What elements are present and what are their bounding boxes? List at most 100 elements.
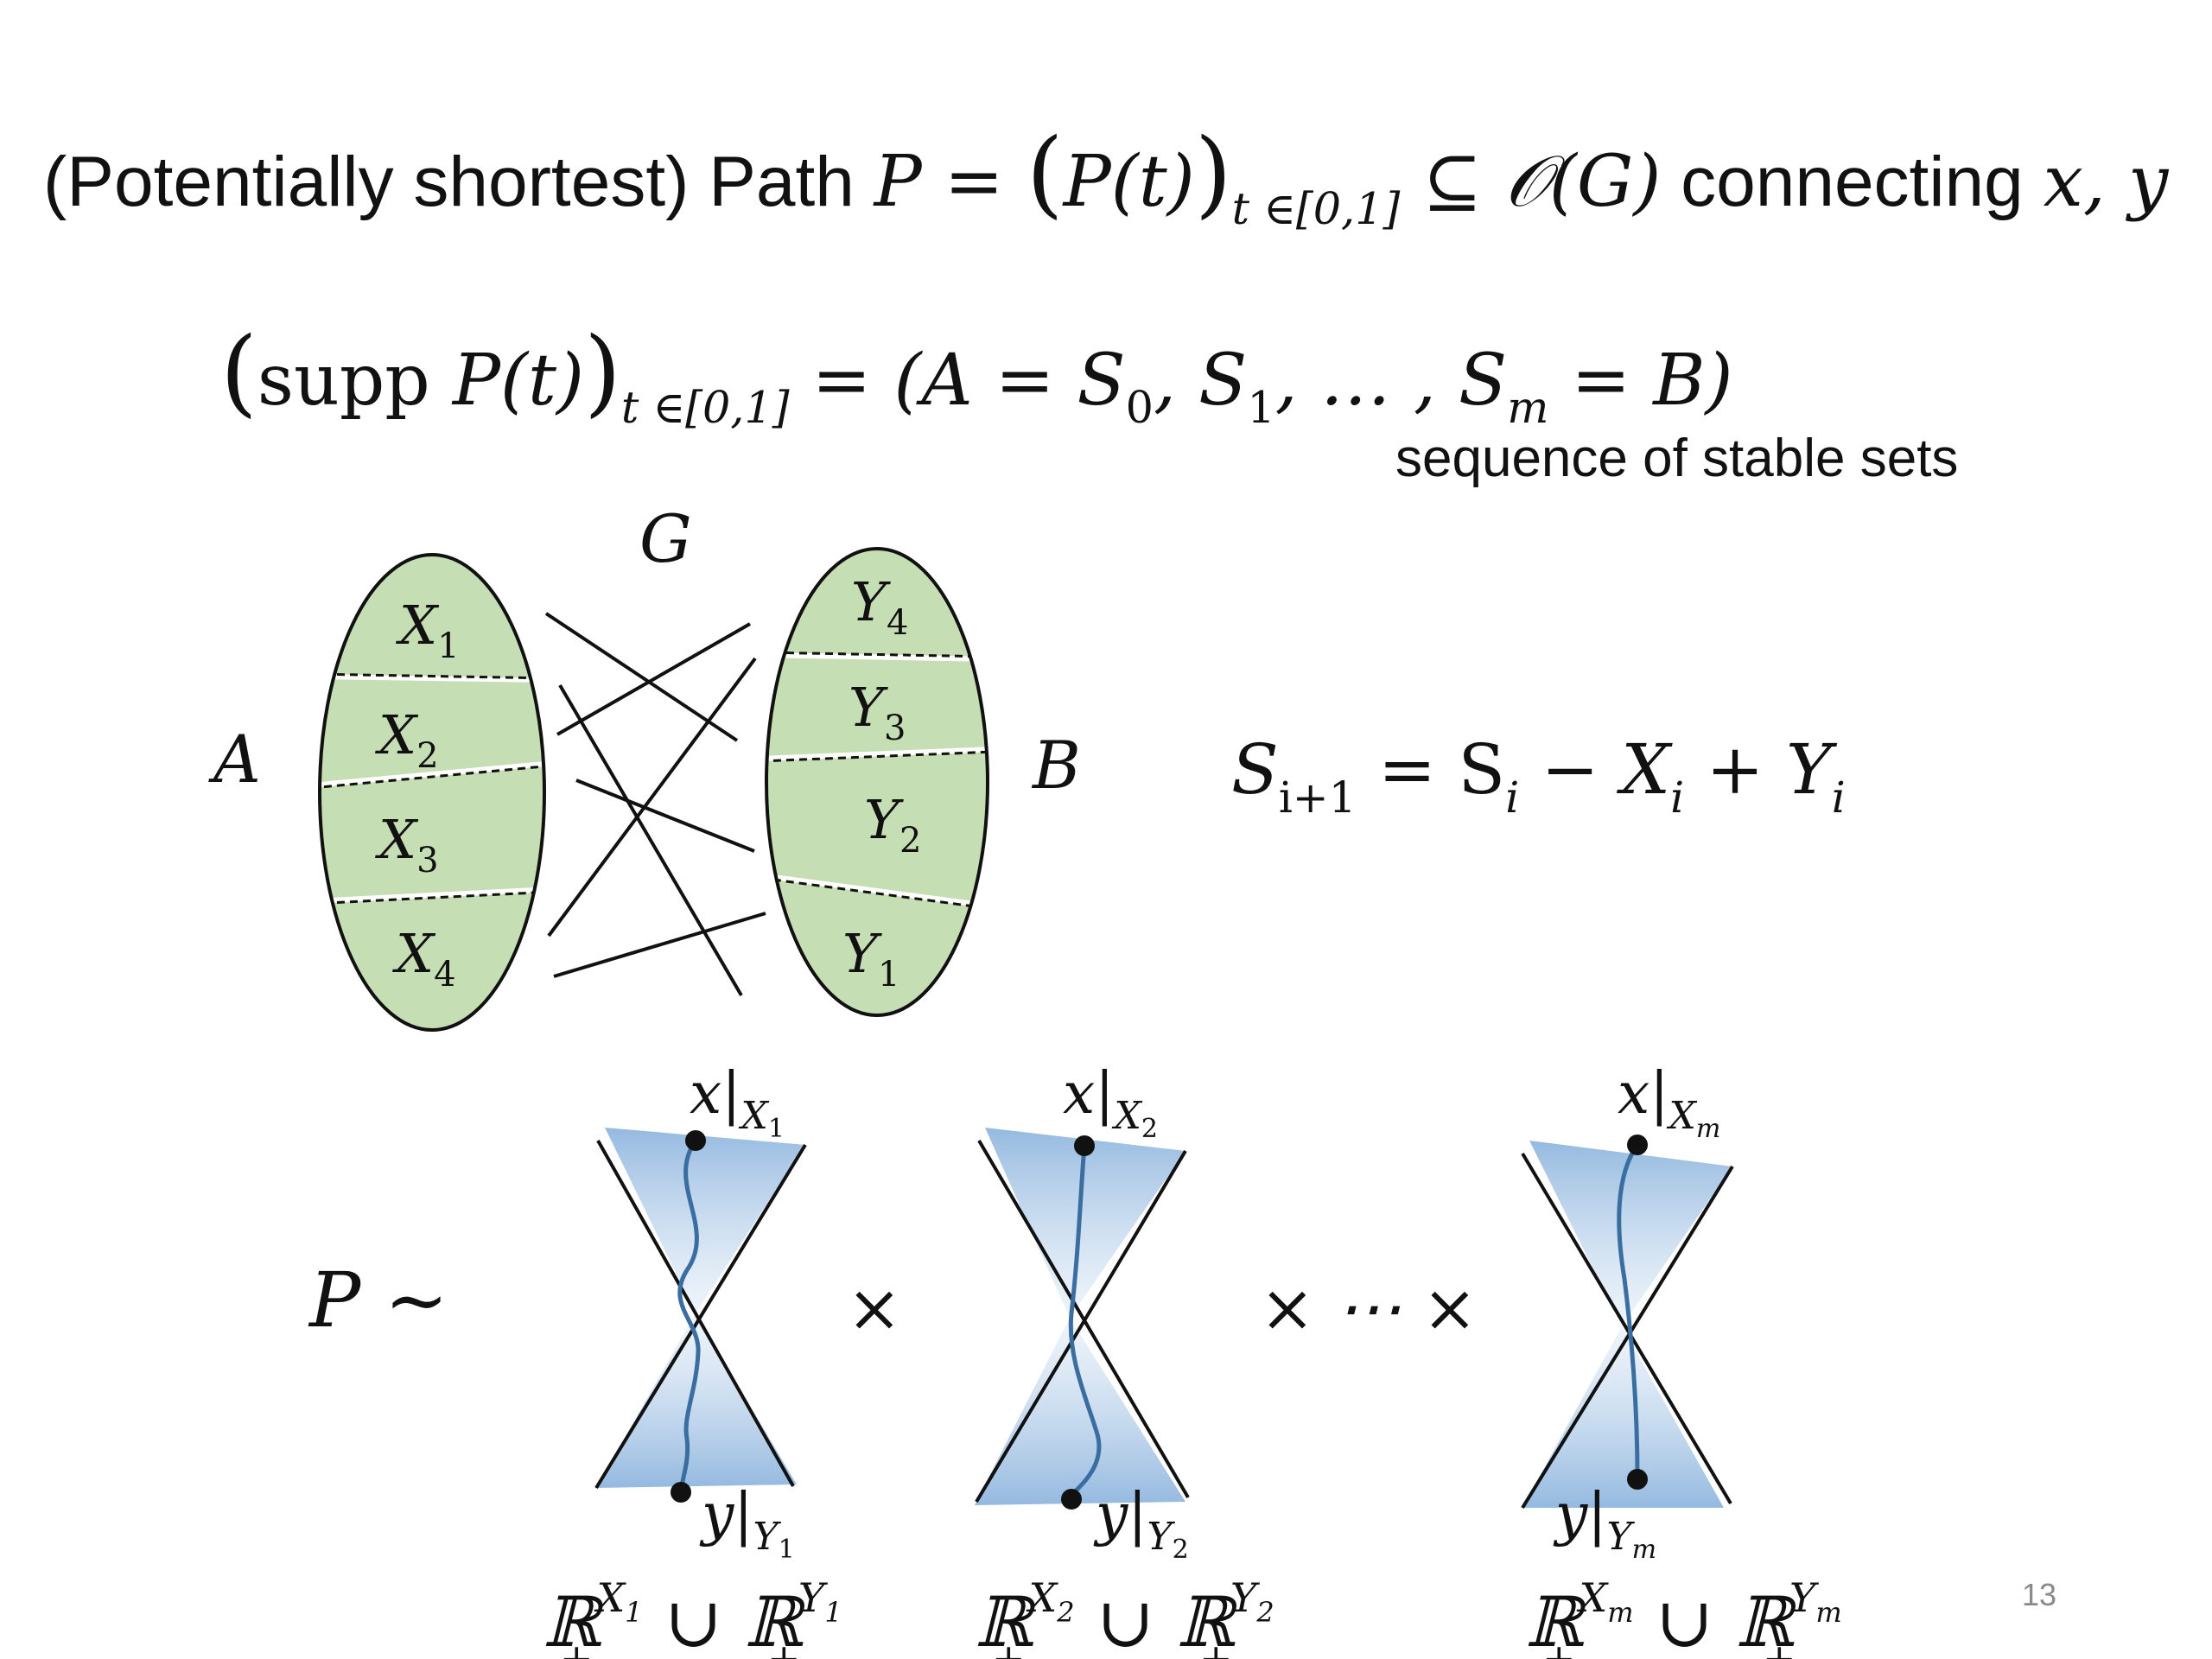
ellipse-B <box>765 547 989 1017</box>
A-part-1: X1 <box>396 594 460 666</box>
ellipse-A-gap-3 <box>320 887 544 904</box>
edge-6 <box>553 912 766 978</box>
supp-rparen: ) <box>583 316 621 427</box>
ellipse-A-gap-2 <box>320 760 544 788</box>
graph-G-label: G <box>639 500 692 577</box>
edge-2 <box>556 622 751 736</box>
B-part-4: Y1 <box>842 922 899 995</box>
times-dots-sign: × ⋯ × <box>1260 1269 1478 1346</box>
edge-5 <box>547 657 757 938</box>
A-part-4: X4 <box>392 922 456 995</box>
supp-rhs: = (A = S <box>789 340 1126 422</box>
title-eq: = <box>921 141 1027 223</box>
cone-1-top-region <box>605 1128 805 1313</box>
supp-s0: 0 <box>1125 382 1154 434</box>
supp-s1: 1 <box>1247 382 1275 434</box>
space-2: ℝX2 ∪ ℝY2 + + <box>975 1574 1274 1659</box>
title-sub: t ∈[0,1] <box>1231 183 1401 235</box>
B-part-3: Y2 <box>864 788 921 861</box>
space-1-plus-a: + <box>560 1635 594 1659</box>
supp-Pt: P(t) <box>452 340 584 422</box>
space-m: ℝXm ∪ ℝYm + + <box>1525 1574 1842 1659</box>
ellipse-A-divider-1 <box>320 672 544 680</box>
cone-2-line-b <box>975 1149 1187 1503</box>
cone-2-top-label: x|X2 <box>1063 1060 1158 1144</box>
edge-1 <box>544 612 739 742</box>
ellipse-A-fill <box>320 555 544 1030</box>
supp-sm: m <box>1507 382 1549 434</box>
cone-1-top-point <box>685 1130 706 1151</box>
supp-sub: t ∈[0,1] <box>620 382 790 434</box>
ellipse-B-divider-2 <box>766 750 988 763</box>
B-part-1: Y4 <box>851 570 908 643</box>
cone-1 <box>594 1128 807 1503</box>
support-sequence: (supp P(t))t ∈[0,1] = (A = S0, S1, … , S… <box>220 324 1733 434</box>
cone-2-top-point <box>1074 1135 1095 1156</box>
cone-m-bottom-label: y|Ym <box>1553 1481 1656 1565</box>
cone-2-path <box>1068 1144 1102 1497</box>
cone-2-top-region <box>985 1128 1185 1318</box>
cone-2-bottom-region <box>975 1318 1185 1505</box>
space-m-text: ℝXm ∪ ℝYm <box>1525 1574 1842 1659</box>
supp-lparen: ( <box>220 316 257 427</box>
space-2-text: ℝX2 ∪ ℝY2 <box>975 1574 1274 1659</box>
cone-1-bottom-point <box>671 1482 691 1503</box>
cone-2 <box>975 1128 1190 1510</box>
title-rparen: ) <box>1194 118 1232 228</box>
title-OG: 𝒪(G) <box>1504 141 1662 223</box>
times-sign-1: × <box>847 1269 902 1346</box>
graph-A-label: A <box>208 721 261 798</box>
A-part-2: X2 <box>375 703 439 776</box>
page-number: 13 <box>2022 1577 2057 1612</box>
title-Pt: P(t) <box>1063 141 1195 223</box>
title-prefix: (Potentially shortest) Path <box>43 143 874 221</box>
space-2-plus-b: + <box>1199 1635 1233 1659</box>
ellipse-B-divider-3 <box>766 876 988 911</box>
A-part-3: X3 <box>375 808 439 880</box>
cone-1-bottom-label: y|Y1 <box>699 1481 795 1565</box>
update-formula: Si+1 = Si − Xi + Yi <box>1231 729 1846 823</box>
supp-end: = B) <box>1548 340 1733 422</box>
supp-s1pre: , S <box>1154 340 1248 422</box>
cone-1-path <box>677 1139 701 1491</box>
space-1: ℝX1 ∪ ℝY1 + + <box>543 1574 842 1659</box>
ellipse-B-gap-3 <box>766 873 988 909</box>
cone-m-top-region <box>1529 1141 1732 1326</box>
cone-2-bottom-point <box>1061 1489 1082 1510</box>
cone-2-bottom-label: y|Y2 <box>1093 1481 1189 1565</box>
cone-m-line-a <box>1521 1152 1732 1505</box>
cone-1-bottom-region <box>596 1313 797 1488</box>
cone-m <box>1521 1135 1734 1510</box>
title-subset: ⊆ <box>1400 141 1505 223</box>
space-1-text: ℝX1 ∪ ℝY1 <box>543 1574 842 1659</box>
cone-1-line-a <box>596 1140 795 1487</box>
supp-word: supp <box>257 340 453 422</box>
ellipse-A-divider-2 <box>320 764 544 790</box>
cone-m-top-label: x|Xm <box>1618 1060 1720 1144</box>
space-2-plus-a: + <box>992 1635 1026 1659</box>
ellipse-A <box>318 553 546 1032</box>
title-lparen: ( <box>1026 118 1064 228</box>
cone-1-top-label: x|X1 <box>690 1060 785 1144</box>
graph-edges <box>544 612 766 997</box>
stable-sets-caption: sequence of stable sets <box>1395 429 1959 488</box>
P-tilde: P ~ <box>308 1255 448 1344</box>
cone-m-line-b <box>1521 1165 1734 1510</box>
supp-dots: , … , S <box>1274 340 1508 422</box>
title-connecting: connecting <box>1661 143 2044 221</box>
ellipse-A-divider-3 <box>320 890 544 906</box>
title-xy: x, y <box>2043 141 2169 223</box>
A-part-labels: X1 X2 X3 X4 <box>375 594 460 995</box>
graph-B-label: B <box>1031 727 1081 804</box>
cone-m-top-point <box>1627 1135 1648 1155</box>
B-part-2: Y3 <box>849 676 906 748</box>
space-1-plus-b: + <box>767 1635 801 1659</box>
edge-3 <box>558 683 743 997</box>
ellipse-B-outline <box>765 547 989 1017</box>
space-m-plus-a: + <box>1542 1635 1576 1659</box>
cone-1-line-b <box>594 1143 807 1490</box>
B-part-labels: Y4 Y3 Y2 Y1 <box>842 570 921 995</box>
cone-m-path <box>1617 1143 1640 1478</box>
title-P: P <box>874 141 922 223</box>
edge-4 <box>575 779 755 853</box>
